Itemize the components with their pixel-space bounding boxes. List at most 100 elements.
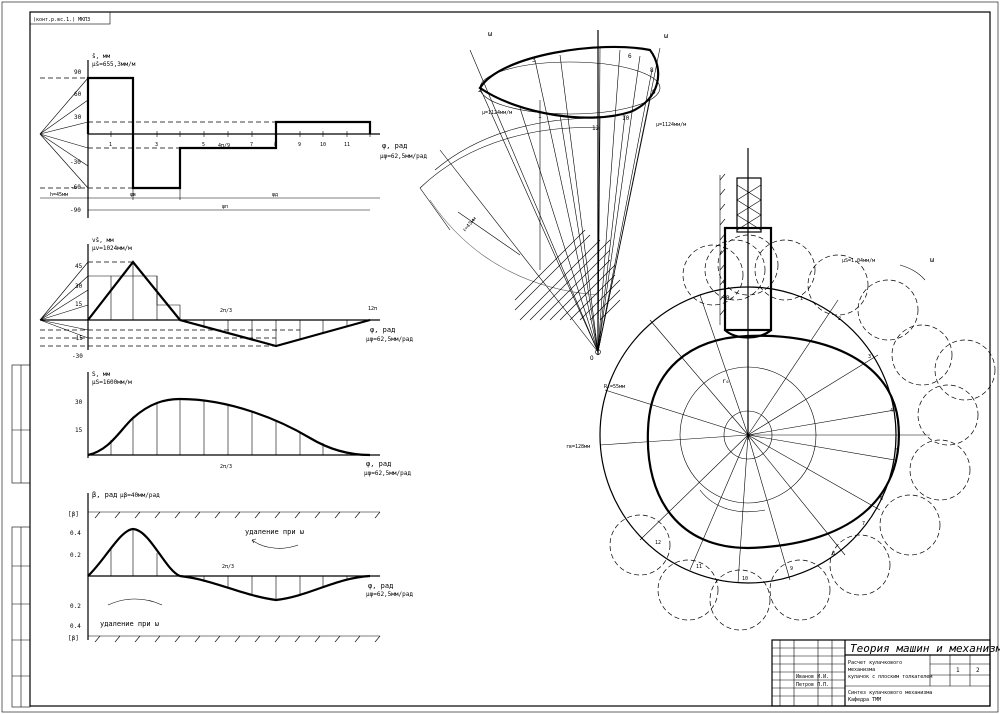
top-o-label: O (590, 355, 594, 362)
g1-xtick-5: 5 (202, 142, 205, 148)
g1-x-mu: μφ=62,5мм/рад (380, 153, 427, 160)
cam-diagram: μS=1,04мм/м ω B₀ r₀ R₀=55мм rв=128мм 1 2… (566, 148, 996, 631)
cam-pt-7: 7 (862, 521, 865, 527)
g4-x-mu: μφ=62,5мм/рад (366, 591, 413, 598)
g2-t-end: 12π (368, 306, 377, 312)
top-center-diagram: ℓ=43мм ω ω μ=1124мм/м μ=1124мм/м O 1 2 3… (419, 30, 686, 362)
g4-ytick-m04: 0.4 (70, 623, 81, 630)
g1-ytick-m90: -90 (70, 207, 81, 214)
title-main: Теория машин и механизмов (850, 642, 1000, 655)
cam-pt-4: 4 (890, 408, 893, 414)
g3-label-s: S, мм (92, 371, 110, 378)
g1-phi-d: φд (272, 192, 278, 198)
title-block: Теория машин и механизмов Расчет кулачко… (771, 639, 1000, 707)
cam-mu: μS=1,04мм/м (842, 258, 875, 264)
g1-label-s: š, мм (92, 53, 110, 60)
top-pt-1: 1 (538, 113, 542, 120)
g3-ytick-30: 30 (75, 399, 83, 406)
title-sheet: 1 (956, 667, 960, 674)
graph-velocity: vš, мм μv=1024мм/м 45 30 15 -15 -30 2 (39, 237, 413, 360)
title-teacher: Петров П.П. (796, 682, 829, 688)
cam-omega: ω (930, 256, 934, 264)
g2-t-label: 2π/3 (220, 308, 232, 314)
title-sub2: механизма (848, 667, 875, 673)
g1-ytick-m60: -60 (70, 184, 81, 191)
g2-x-label: φ, рад (370, 326, 395, 334)
title-student: Иванов И.И. (796, 674, 829, 680)
title-bottom2: Кафедра ТММ (848, 697, 881, 703)
title-bottom1: Синтез кулачкового механизма (848, 690, 932, 696)
g2-ytick-15: 15 (75, 301, 83, 308)
cam-pt-12: 12 (655, 540, 661, 546)
g3-x-mu: μφ=62,5мм/рад (364, 470, 411, 477)
g1-xtick-7: 7 (250, 142, 253, 148)
g4-ytick-m02: 0.2 (70, 603, 81, 610)
cam-pt-9: 9 (790, 566, 793, 572)
g4-note-upper: удаление при ω (245, 528, 304, 536)
top-pt-2: 2 (478, 87, 482, 94)
top-stamp: (конт.р.вс.1.) МКПЗ (33, 17, 90, 23)
g1-xtick-9: 9 (298, 142, 301, 148)
g4-label-t: β, рад (92, 491, 117, 499)
cam-b0: B₀ (726, 295, 733, 302)
g4-x-label: φ, рад (368, 582, 393, 590)
cam-rb-label: rв=128мм (566, 444, 590, 450)
top-scale2: μ=1124мм/м (656, 122, 686, 128)
g4-ytick-04: 0.4 (70, 530, 81, 537)
g2-ytick-m15: -15 (72, 335, 83, 342)
top-stamp-box (29, 11, 111, 25)
graph-acceleration: š, мм μš=655,3мм/м 90 60 30 -30 -60 -90 (39, 53, 427, 218)
cam-pt-3: 3 (868, 354, 871, 360)
cam-r0: r₀ (722, 378, 729, 385)
g1-x-label: φ, рад (382, 142, 407, 150)
g3-t-label: 2π/3 (220, 464, 232, 470)
g1-xtick-8: 8 (274, 142, 277, 148)
title-sheets: 2 (976, 667, 980, 674)
cam-pt-2: 2 (838, 316, 841, 322)
title-sub1: Расчет кулачкового (848, 660, 902, 666)
g4-bracket-top: [β] (68, 511, 79, 518)
top-pt-9: 9 (652, 89, 656, 96)
g1-phi-b: φв (130, 192, 136, 198)
g1-xtick-3: 3 (155, 142, 158, 148)
cam-pt-1: 1 (800, 296, 803, 302)
g1-xtick-1: 1 (109, 142, 112, 148)
left-margin-stamps (11, 364, 31, 708)
top-pt-8: 8 (650, 67, 654, 74)
cam-pt-10: 10 (742, 576, 748, 582)
g1-ytick-30: 30 (74, 114, 82, 121)
graph-pressure-angle: β, рад μβ=40мм/рад [β] 0.4 0.2 0.2 0.4 (68, 491, 413, 643)
g1-small-note: h=45мм (50, 192, 68, 198)
g2-label-v: vš, мм (92, 237, 114, 244)
inner-frame (29, 11, 991, 707)
g4-label-mu: μβ=40мм/рад (120, 492, 160, 499)
graph-displacement: S, мм μS=1600мм/м 30 15 2π/3 φ, рад μφ=6… (75, 371, 411, 477)
g3-label-mu: μS=1600мм/м (92, 379, 132, 386)
top-scale1: μ=1124мм/м (482, 110, 512, 116)
cam-R-label: R₀=55мм (604, 384, 625, 390)
g4-ytick-02: 0.2 (70, 552, 81, 559)
g4-bracket-bottom: [β] (68, 635, 79, 642)
top-pt-3: 3 (532, 57, 536, 64)
g3-x-label: φ, рад (366, 460, 391, 468)
cam-pt-6: 6 (880, 496, 883, 502)
g1-xtick-11: 11 (344, 142, 350, 148)
top-pt-12: 12 (592, 125, 600, 132)
top-omega-right: ω (664, 32, 668, 40)
g4-note-lower: удаление при ω (100, 620, 159, 628)
cam-pt-5: 5 (896, 448, 899, 454)
g1-ytick-90: 90 (74, 69, 82, 76)
g2-ytick-45: 45 (75, 263, 83, 270)
g4-t-label: 2π/3 (222, 564, 234, 570)
title-sub3: кулачок с плоским толкателем (848, 674, 932, 680)
g2-x-mu: μφ=62,5мм/рад (366, 336, 413, 343)
g1-ytick-60: 60 (74, 91, 82, 98)
g1-phi-label: φп (222, 204, 228, 210)
g3-ytick-15: 15 (75, 427, 83, 434)
cam-pt-11: 11 (696, 564, 702, 570)
g2-ytick-m30: -30 (72, 353, 83, 360)
top-omega-left: ω (488, 30, 492, 38)
g1-label-mu: μš=655,3мм/м (92, 61, 136, 68)
